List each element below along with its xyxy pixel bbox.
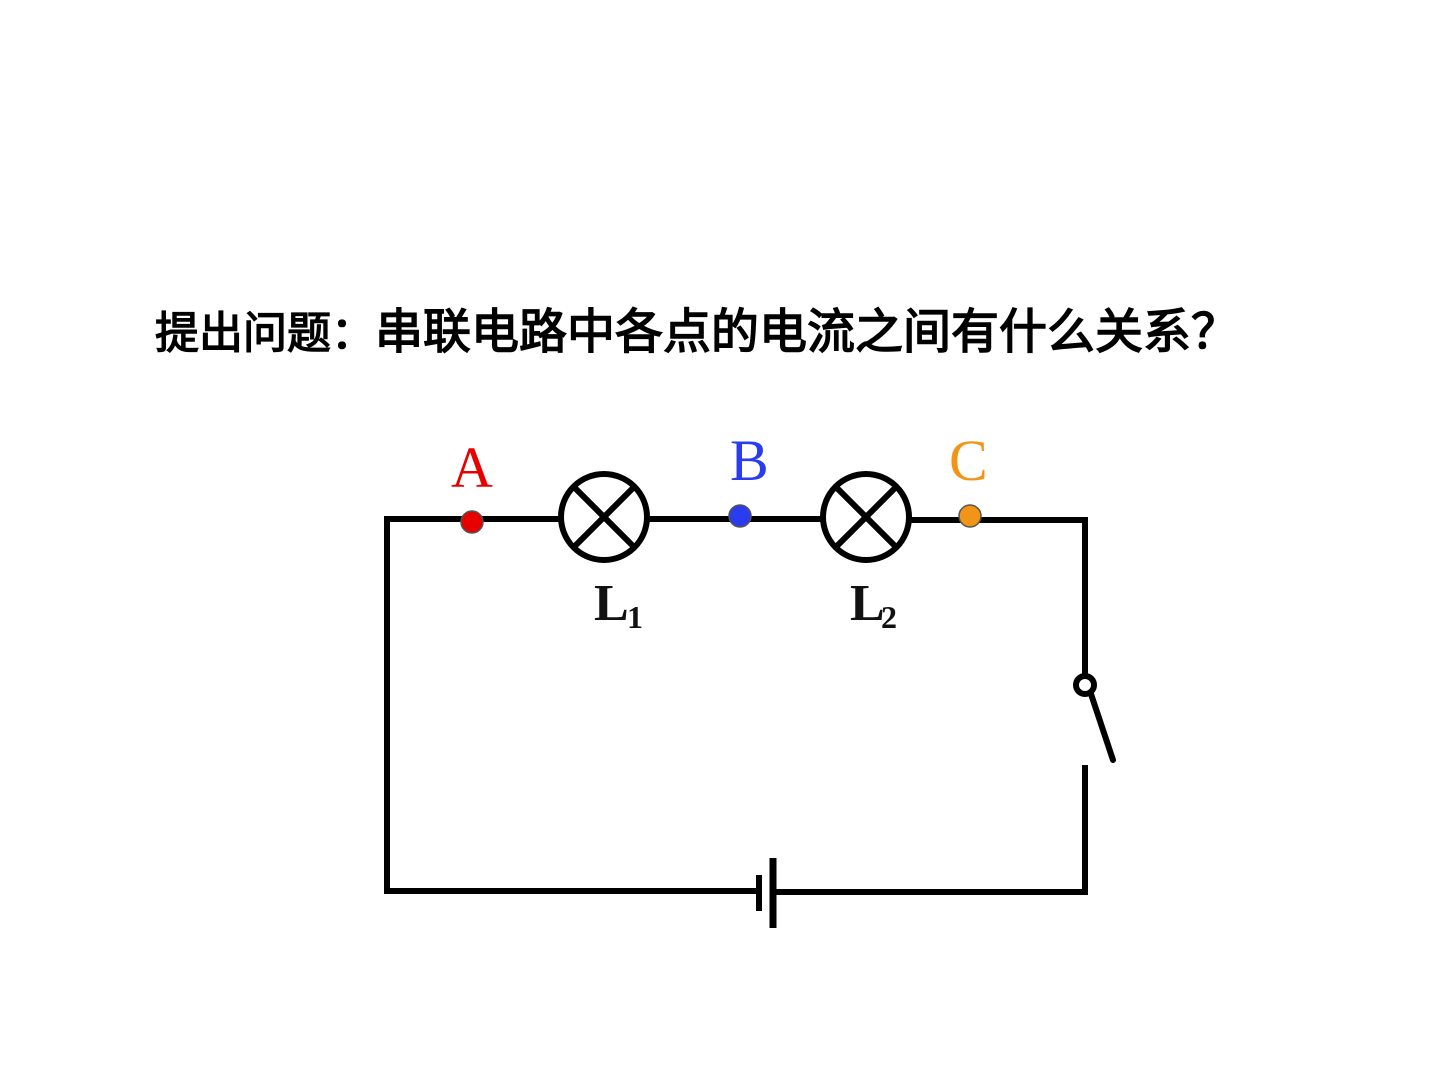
lamp-cross-icon bbox=[558, 471, 650, 563]
point-a-marker bbox=[460, 510, 484, 534]
point-b-marker bbox=[728, 504, 752, 528]
lamp-l1-subscript: 1 bbox=[627, 599, 643, 635]
lamp-l2: L 2 bbox=[820, 471, 912, 635]
point-c-label: C bbox=[949, 428, 988, 493]
point-a-label: A bbox=[451, 435, 493, 500]
question-prefix: 提出问题： bbox=[155, 308, 375, 359]
question-title: 提出问题：串联电路中各点的电流之间有什么关系？ bbox=[155, 292, 1239, 362]
lamp-l2-letter: L bbox=[850, 575, 885, 632]
point-b-label: B bbox=[730, 428, 769, 493]
switch-open-icon bbox=[1073, 673, 1116, 763]
lamp-l1-letter: L bbox=[594, 575, 629, 632]
battery-cell-icon bbox=[756, 858, 777, 928]
question-text: 串联电路中各点的电流之间有什么关系？ bbox=[375, 304, 1240, 360]
lamp-l2-subscript: 2 bbox=[881, 599, 897, 635]
lamp-l1: L 1 bbox=[558, 471, 650, 635]
lamp-cross-icon bbox=[820, 471, 912, 563]
point-c-marker bbox=[958, 504, 982, 528]
